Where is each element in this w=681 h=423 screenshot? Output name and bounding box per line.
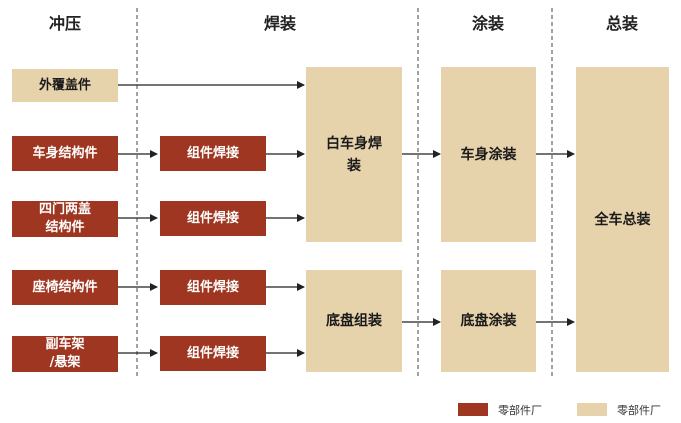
part-doors-lids-label-1: 四门两盖: [38, 202, 91, 217]
component-welding-2-label: 组件焊接: [186, 210, 239, 226]
legend-label-tan: 零部件厂: [617, 404, 661, 417]
chassis-assembly: 底盘组装: [306, 270, 402, 372]
legend-label-red: 零部件厂: [498, 404, 542, 417]
part-subframe: 副车架 /悬架: [12, 336, 118, 372]
body-in-white-label-1: 白车身焊: [326, 135, 382, 152]
chassis-painting: 底盘涂装: [441, 270, 536, 372]
stage-title-painting: 涂装: [471, 14, 504, 33]
part-outer-panel: 外覆盖件: [12, 69, 118, 102]
legend-swatch-tan: [577, 403, 607, 416]
body-in-white-welding: 白车身焊 装: [306, 67, 402, 242]
legend-swatch-red: [458, 403, 488, 416]
stage-title-welding: 焊装: [263, 14, 296, 33]
part-doors-lids: 四门两盖 结构件: [12, 201, 118, 237]
part-body-structure-label: 车身结构件: [32, 145, 98, 161]
stage-title-stamping: 冲压: [48, 14, 81, 33]
body-painting: 车身涂装: [441, 67, 536, 242]
part-subframe-label-1: 副车架: [45, 337, 85, 352]
component-welding-3: 组件焊接: [160, 270, 266, 305]
part-body-structure: 车身结构件: [12, 136, 118, 171]
body-painting-label: 车身涂装: [460, 146, 517, 163]
component-welding-4: 组件焊接: [160, 336, 266, 371]
component-welding-4-label: 组件焊接: [186, 345, 239, 361]
component-welding-1: 组件焊接: [160, 136, 266, 171]
body-in-white-label-2: 装: [347, 157, 361, 174]
part-subframe-label-2: /悬架: [49, 355, 81, 370]
part-seat-structure: 座椅结构件: [12, 270, 118, 305]
chassis-assembly-label: 底盘组装: [326, 313, 382, 329]
component-welding-2: 组件焊接: [160, 201, 266, 236]
final-assembly: 全车总装: [576, 67, 669, 372]
part-outer-panel-label: 外覆盖件: [38, 77, 91, 93]
component-welding-3-label: 组件焊接: [186, 279, 239, 295]
stage-title-assembly: 总装: [605, 14, 638, 33]
part-doors-lids-label-2: 结构件: [45, 220, 85, 235]
chassis-painting-label: 底盘涂装: [460, 313, 517, 329]
component-welding-1-label: 组件焊接: [186, 145, 239, 161]
final-assembly-label: 全车总装: [594, 211, 651, 228]
part-seat-structure-label: 座椅结构件: [32, 279, 98, 295]
